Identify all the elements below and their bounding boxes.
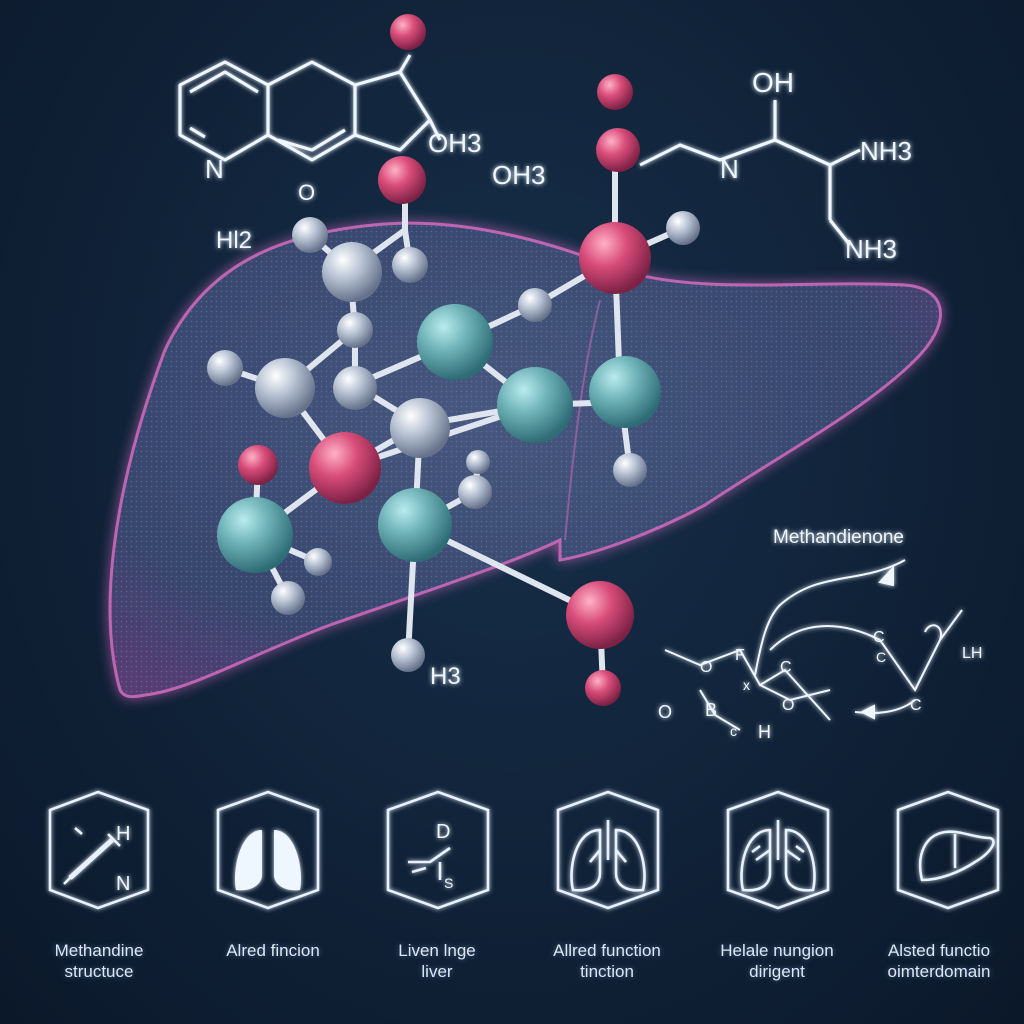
caption-3: Liven lnge liver — [352, 940, 522, 982]
chemical-icon — [386, 790, 490, 910]
atom-gray — [255, 358, 315, 418]
caption-3-line1: Liven lnge — [398, 941, 476, 960]
diagram-c-left-label: C — [780, 659, 792, 676]
atom-teal — [378, 488, 452, 562]
atom-pink — [566, 581, 634, 649]
icon1-n-glyph: N — [116, 873, 130, 895]
caption-4-line2: tinction — [580, 962, 634, 981]
top-oh-label: OH — [752, 67, 794, 98]
diagram-x-label: x — [743, 677, 750, 693]
icon-row — [48, 790, 1000, 910]
diagram-c2-label: C — [876, 649, 886, 665]
caption-4: Allred function tinction — [522, 940, 692, 982]
lungs-outline-icon — [556, 790, 660, 910]
small-o-label: O — [298, 180, 315, 205]
lower-nh-label: NH3 — [845, 234, 897, 264]
caption-5: Helale nungion dirigent — [692, 940, 862, 982]
caption-1: Methandine structuce — [14, 940, 184, 982]
atom-pink — [579, 222, 651, 294]
atom-teal — [217, 497, 293, 573]
atom-gray — [458, 475, 492, 509]
caption-4-line1: Allred function — [553, 941, 661, 960]
reaction-diagram-labels: F O x O B c H O C C C C LH — [658, 629, 982, 742]
diagram-o-left-label: O — [658, 702, 672, 722]
caption-3-line2: liver — [421, 962, 453, 981]
caption-2: Alred fincion — [188, 940, 358, 961]
atom-gray — [390, 398, 450, 458]
left-h2-label: Hl2 — [216, 227, 252, 254]
diagram-b-label: B — [705, 700, 717, 720]
diagram-o-mid-label: O — [700, 659, 712, 676]
diagram-c3-label: C — [910, 697, 922, 714]
atom-gray — [466, 450, 490, 474]
atom-gray — [333, 366, 377, 410]
atom-pink — [309, 432, 381, 504]
atom-teal — [497, 367, 573, 443]
diagram-o-right-label: O — [782, 697, 794, 714]
molecule-atoms — [207, 14, 700, 706]
structure-labels: N OH3 OH3 OH N NH3 NH3 O Hl2 H3 — [205, 67, 912, 690]
diagram-f-label: F — [735, 647, 745, 664]
caption-6-line1: Alsted functio — [887, 941, 991, 960]
side-oh-label: OH3 — [492, 160, 545, 190]
liver-shape — [108, 221, 942, 699]
diagram-h-label: H — [758, 722, 771, 742]
reaction-diagram — [664, 559, 963, 731]
atom-gray — [613, 453, 647, 487]
atom-gray — [391, 638, 425, 672]
atom-gray — [271, 581, 305, 615]
caption-6-line2: oimterdomain — [887, 962, 991, 981]
caption-6: Alsted functio oimterdomain — [854, 940, 1024, 982]
icon1-h-glyph: H — [116, 823, 130, 845]
atom-pink — [596, 128, 640, 172]
caption-2-line1: Alred fincion — [226, 941, 320, 960]
atom-gray — [518, 288, 552, 322]
atom-gray — [292, 217, 328, 253]
lungs-icon — [216, 790, 320, 910]
caption-1-line1: Methandine — [54, 941, 144, 960]
atom-teal — [417, 304, 493, 380]
caption-1-line2: structuce — [64, 962, 134, 981]
icon-glyphs: H N D S — [116, 821, 453, 895]
atom-pink — [390, 14, 426, 50]
atom-gray — [337, 312, 373, 348]
atom-teal — [589, 356, 661, 428]
icon3-s-glyph: S — [444, 875, 453, 891]
diagram-c1-label: C — [873, 629, 885, 646]
bottom-h3-label: H3 — [430, 663, 461, 690]
atom-gray — [666, 211, 700, 245]
atom-pink — [238, 445, 278, 485]
atom-pink — [378, 156, 426, 204]
atom-gray — [304, 548, 332, 576]
atom-gray — [392, 247, 428, 283]
lungs-detailed-icon — [726, 790, 830, 910]
syringe-icon — [48, 790, 150, 910]
atom-gray — [322, 242, 382, 302]
diagram-lh-label: LH — [962, 645, 982, 662]
liver-icon — [896, 790, 1000, 910]
atom-pink — [585, 670, 621, 706]
upper-nh-label: NH3 — [860, 136, 912, 166]
caption-5-line2: dirigent — [749, 962, 805, 981]
ring-oh-label: OH3 — [428, 128, 481, 158]
atom-gray — [207, 350, 243, 386]
atom-pink — [597, 74, 633, 110]
icon3-d-glyph: D — [436, 821, 450, 843]
ring-n-label: N — [205, 154, 224, 184]
molecule-name-label: Methandienone — [773, 527, 904, 548]
skeletal-structure — [178, 54, 861, 246]
diagram-c-small-label: c — [730, 723, 737, 739]
caption-5-line1: Helale nungion — [720, 941, 834, 960]
chain-n-label: N — [720, 154, 739, 184]
